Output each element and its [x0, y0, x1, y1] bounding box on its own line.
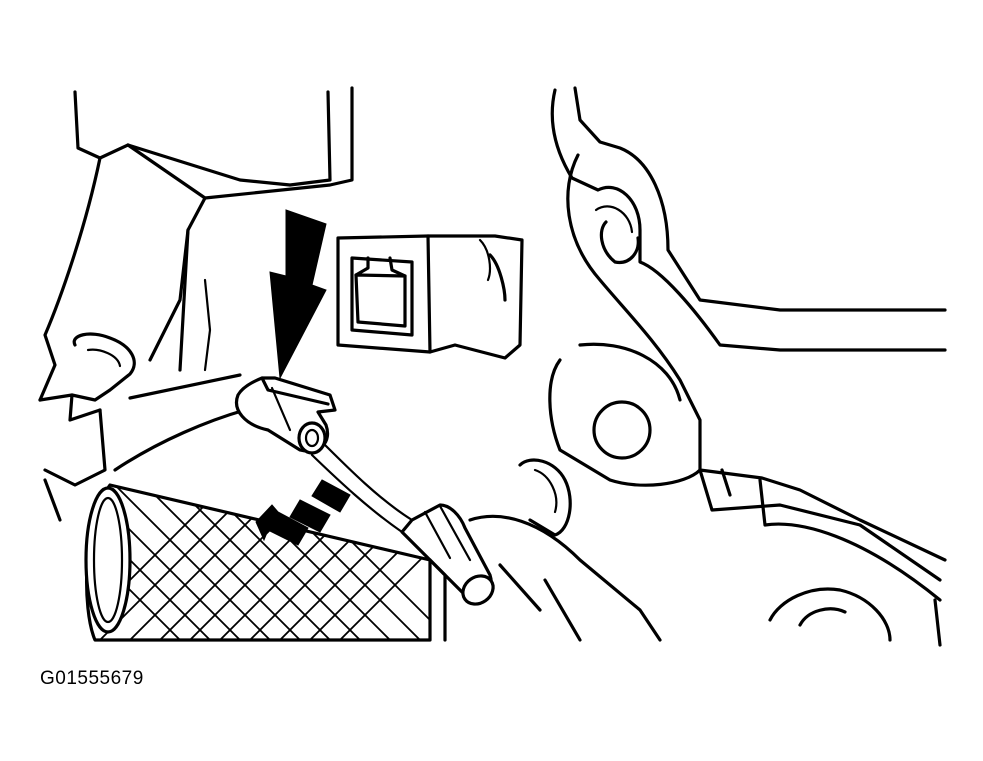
right-bracket [548, 86, 947, 647]
lever [468, 458, 662, 642]
arrow-down-icon [269, 209, 327, 380]
connector-clip [235, 376, 337, 455]
cable [113, 373, 414, 534]
knurled-grip [84, 483, 447, 642]
grip-hatching [95, 485, 430, 640]
wire-boot [400, 503, 495, 606]
mounting-tab [38, 332, 136, 522]
upper-bracket [38, 86, 354, 402]
figure-id-label: G01555679 [40, 668, 144, 689]
dashed-arrow-icon [255, 479, 351, 546]
connector-socket [336, 234, 524, 360]
